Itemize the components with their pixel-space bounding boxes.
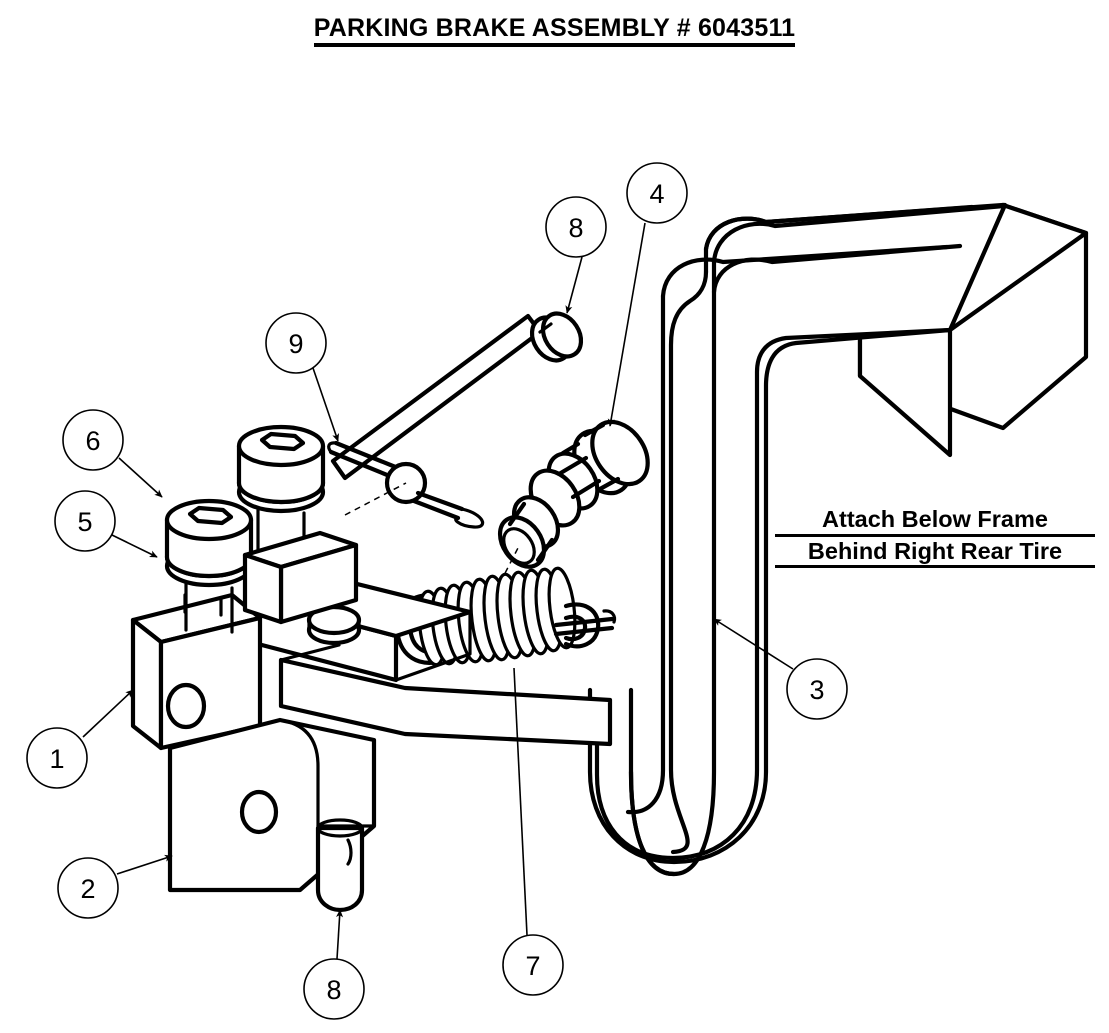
page-title-text: PARKING BRAKE ASSEMBLY # 6043511 xyxy=(313,14,796,47)
callout-7[interactable]: 7 xyxy=(502,667,564,996)
frame-tube-clean xyxy=(587,203,1007,877)
page-title: PARKING BRAKE ASSEMBLY # 6043511 xyxy=(0,14,1109,47)
callout-8-bottom-label: 8 xyxy=(326,975,341,1005)
callout-2[interactable]: 2 xyxy=(57,854,173,919)
callout-8-top-label: 8 xyxy=(568,213,583,243)
callout-8-bottom[interactable]: 8 xyxy=(303,909,365,1020)
bolt-upper xyxy=(236,424,326,562)
callout-2-label: 2 xyxy=(80,874,95,904)
callout-1[interactable]: 1 xyxy=(26,689,134,789)
installation-note: Attach Below Frame Behind Right Rear Tir… xyxy=(775,505,1095,569)
callout-9[interactable]: 9 xyxy=(265,312,339,442)
mounting-block xyxy=(130,592,263,751)
callout-3[interactable]: 3 xyxy=(713,618,848,720)
riser-block xyxy=(242,530,359,625)
callout-7-bubble[interactable] xyxy=(502,934,564,996)
callout-5[interactable]: 5 xyxy=(54,490,158,558)
callout-9-label: 9 xyxy=(288,329,303,359)
lower-pin-part xyxy=(315,818,365,913)
callout-1-bubble[interactable] xyxy=(26,727,88,789)
stepped-shaft-part xyxy=(497,419,650,584)
installation-note-line1: Attach Below Frame xyxy=(775,505,1095,537)
callout-5-bubble[interactable] xyxy=(54,490,116,552)
callout-4-bubble[interactable] xyxy=(626,162,688,224)
callout-2-bubble[interactable] xyxy=(57,857,119,919)
hairpin-cotter-part xyxy=(327,440,485,529)
callout-8-top-bubble[interactable] xyxy=(545,196,607,258)
back-web-plate xyxy=(278,643,613,747)
clevis-pin-part xyxy=(330,311,584,481)
installation-note-line2: Behind Right Rear Tire xyxy=(775,537,1095,569)
callout-6-label: 6 xyxy=(85,426,100,456)
frame-tube-part xyxy=(594,202,1089,861)
callout-8-top[interactable]: 8 xyxy=(545,196,607,314)
callout-3-label: 3 xyxy=(809,675,824,705)
callout-9-bubble[interactable] xyxy=(265,312,327,374)
callout-4[interactable]: 4 xyxy=(607,162,688,427)
callout-7-label: 7 xyxy=(525,951,540,981)
callout-4-label: 4 xyxy=(649,179,664,209)
callout-1-label: 1 xyxy=(49,744,64,774)
callout-6-bubble[interactable] xyxy=(62,409,124,471)
callout-3-bubble[interactable] xyxy=(786,658,848,720)
bolt-lower xyxy=(164,498,254,634)
callout-5-label: 5 xyxy=(77,507,92,537)
callouts: 1 2 3 4 xyxy=(26,162,848,1020)
callout-6[interactable]: 6 xyxy=(62,409,163,498)
callout-8-bottom-bubble[interactable] xyxy=(303,958,365,1020)
